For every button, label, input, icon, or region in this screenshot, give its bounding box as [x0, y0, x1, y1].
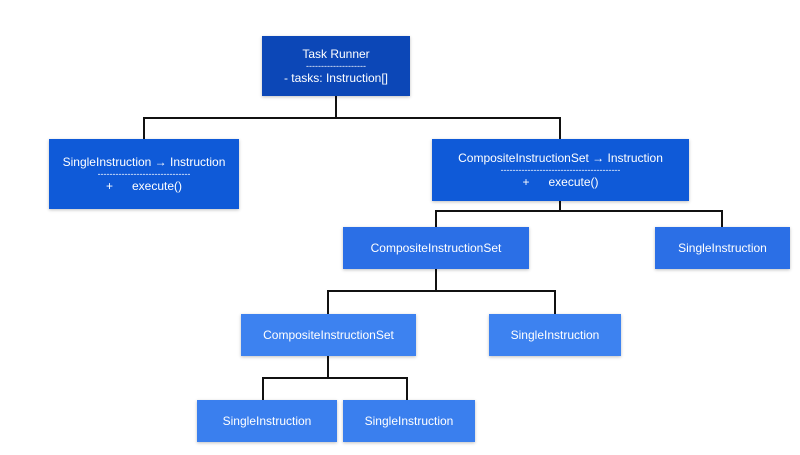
member-signature: execute() — [131, 178, 183, 193]
single-instruction-class-node: SingleInstruction → Instruction --------… — [49, 139, 239, 209]
single-instruction-leaf-a-title: SingleInstruction — [222, 413, 312, 428]
member-visibility-marker: + — [522, 174, 530, 189]
task-runner-node: Task Runner -------------------- - tasks… — [262, 36, 410, 96]
single-instruction-leaf-a: SingleInstruction — [197, 400, 337, 442]
single-instruction-leaf-b-title: SingleInstruction — [364, 413, 454, 428]
member-visibility-marker: + — [105, 178, 113, 193]
composite-instruction-set-class-title: CompositeInstructionSet → Instruction — [458, 150, 663, 165]
single-instruction-node-low-right: SingleInstruction — [489, 314, 621, 356]
composite-instruction-set-mid-title: CompositeInstructionSet — [370, 240, 502, 255]
single-instruction-mid-right-title: SingleInstruction — [678, 240, 767, 255]
member-signature: execute() — [548, 174, 599, 189]
single-instruction-class-title: SingleInstruction → Instruction — [62, 154, 226, 169]
composite-instruction-set-node-mid: CompositeInstructionSet — [343, 227, 529, 269]
composite-instruction-set-class-node: CompositeInstructionSet → Instruction --… — [432, 139, 689, 201]
single-instruction-leaf-b: SingleInstruction — [343, 400, 475, 442]
task-runner-title: Task Runner — [302, 46, 370, 61]
single-instruction-low-right-title: SingleInstruction — [510, 327, 600, 342]
single-instruction-node-mid-right: SingleInstruction — [655, 227, 790, 269]
task-runner-separator: -------------------- — [306, 61, 366, 71]
composite-instruction-set-node-low: CompositeInstructionSet — [241, 314, 416, 356]
composite-instruction-set-low-title: CompositeInstructionSet — [263, 327, 394, 342]
composite-instruction-set-class-separator: ---------------------------------------- — [500, 165, 621, 175]
composite-instruction-set-class-member: + execute() — [522, 175, 598, 190]
task-runner-member: - tasks: Instruction[] — [283, 70, 389, 85]
single-instruction-class-member: + execute() — [106, 179, 182, 194]
single-instruction-class-separator: ------------------------------- — [97, 169, 191, 179]
